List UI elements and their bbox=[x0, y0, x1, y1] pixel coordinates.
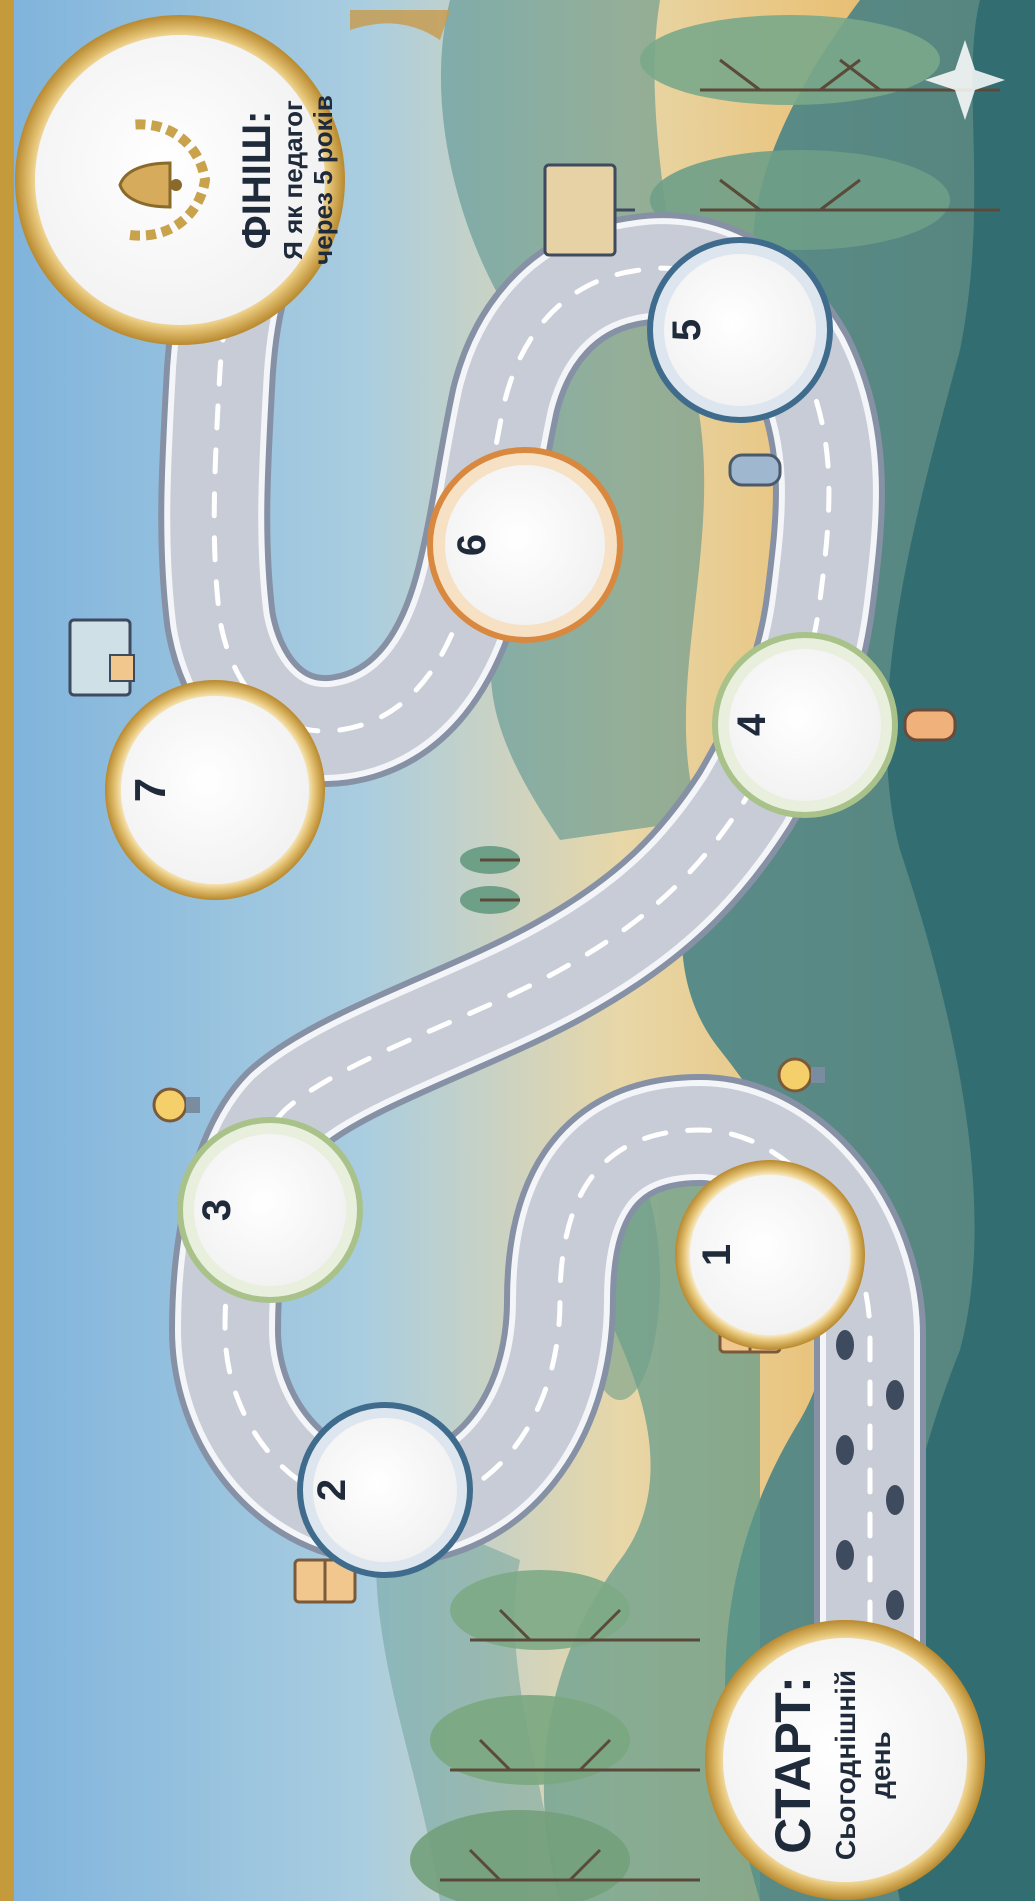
start-subtitle-line1: Сьогоднішній bbox=[830, 1670, 861, 1860]
start-title: СТАРТ: bbox=[765, 1676, 821, 1854]
finish-title: ФІНІШ: bbox=[235, 111, 279, 250]
start-subtitle-line2: день bbox=[865, 1731, 896, 1798]
milestone-4: 4 bbox=[715, 635, 895, 815]
teacher-board-icon bbox=[70, 620, 134, 695]
milestone-5: 5 bbox=[650, 240, 830, 420]
milestone-7: 7 bbox=[105, 680, 325, 900]
milestone-2-label: 2 bbox=[310, 1479, 354, 1501]
finish-line2: через 5 років bbox=[308, 95, 338, 265]
left-gold-border bbox=[0, 0, 14, 1901]
milestone-7-label: 7 bbox=[126, 778, 175, 802]
finish-line1: Я як педагог bbox=[278, 100, 308, 260]
milestone-1-label: 1 bbox=[695, 1244, 739, 1266]
milestone-3: 3 bbox=[180, 1120, 360, 1300]
handshake-icon bbox=[905, 710, 955, 740]
milestone-4-label: 4 bbox=[730, 713, 774, 736]
milestone-3-label: 3 bbox=[195, 1199, 239, 1221]
milestone-6: 6 bbox=[430, 450, 620, 640]
milestone-5-label: 5 bbox=[665, 319, 709, 341]
start-badge: СТАРТ: Сьогоднішній день bbox=[705, 1620, 985, 1900]
milestone-2: 2 bbox=[300, 1405, 470, 1575]
milestone-1: 1 bbox=[675, 1160, 865, 1350]
finish-badge: ФІНІШ: Я як педагог через 5 років bbox=[15, 15, 345, 345]
milestone-6-label: 6 bbox=[450, 534, 494, 556]
handshake-icon bbox=[730, 455, 780, 485]
